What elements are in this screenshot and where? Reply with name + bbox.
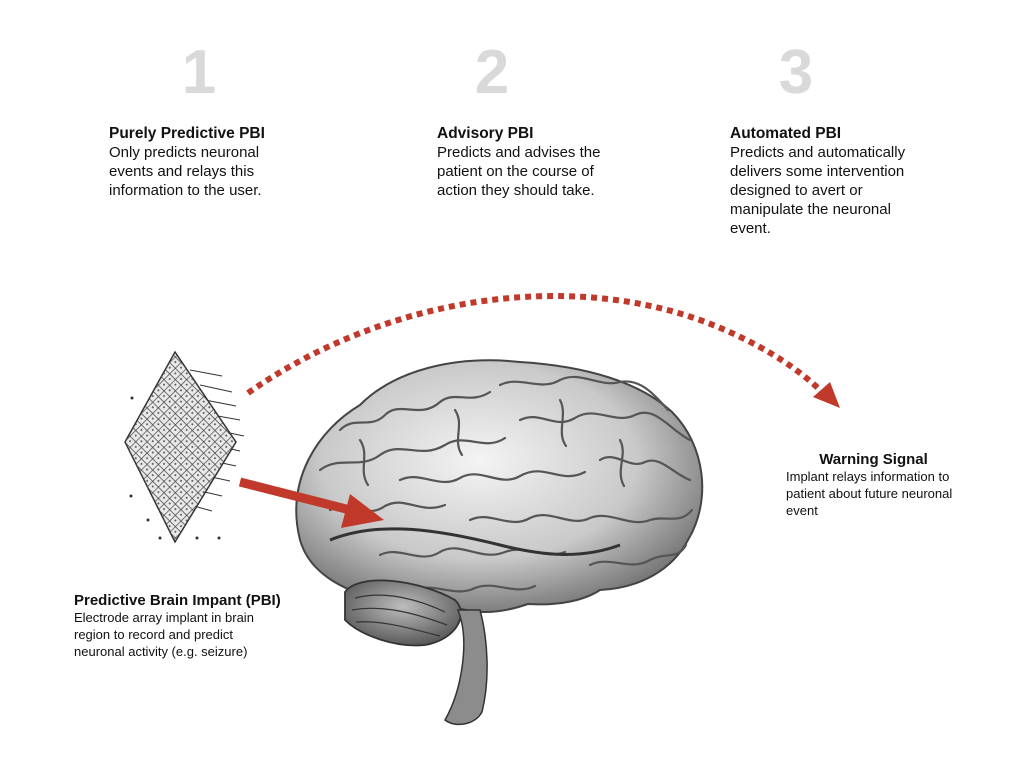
implant-description: Electrode array implant in brain region … — [74, 610, 254, 659]
implant-arrow — [238, 477, 384, 528]
stage-2-block: Advisory PBI Predicts and advises the pa… — [437, 124, 602, 200]
stage-3-number: 3 — [778, 38, 814, 107]
stage-2-description: Predicts and advises the patient on the … — [437, 144, 601, 199]
warning-description: Implant relays information to patient ab… — [786, 469, 953, 518]
implant-title: Predictive Brain Impant (PBI) — [74, 592, 281, 609]
implant-caption: Predictive Brain Impant (PBI) Electrode … — [74, 592, 314, 660]
stage-1-description: Only predicts neuronal events and relays… — [109, 144, 262, 199]
stage-2-title: Advisory PBI — [437, 125, 534, 142]
brain-illustration — [295, 359, 704, 726]
warning-title: Warning Signal — [819, 451, 928, 468]
stage-2-number: 2 — [474, 38, 510, 107]
stage-3-description: Predicts and automatically delivers some… — [730, 144, 906, 237]
warning-signal-arrow — [246, 293, 840, 408]
warning-caption: Warning Signal Implant relays informatio… — [786, 451, 961, 519]
electrode-array-icon — [124, 350, 245, 544]
stage-3-block: Automated PBI Predicts and automatically… — [730, 124, 910, 238]
stage-1-title: Purely Predictive PBI — [109, 125, 265, 142]
stage-3-title: Automated PBI — [730, 125, 842, 142]
stage-1-block: Purely Predictive PBI Only predicts neur… — [109, 124, 299, 200]
stage-1-number: 1 — [181, 38, 217, 107]
